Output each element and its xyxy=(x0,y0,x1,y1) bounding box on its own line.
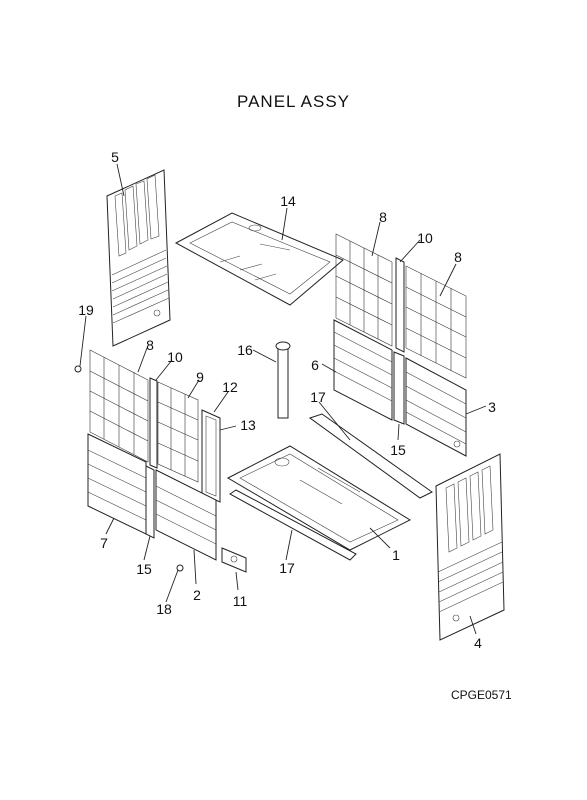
part-19-screw xyxy=(74,365,82,373)
callout-15: 15 xyxy=(136,561,152,577)
callout-8: 8 xyxy=(146,337,154,353)
callout-8: 8 xyxy=(379,209,387,225)
part-8-mesh-upper-left xyxy=(335,233,393,347)
part-8-mesh-upper-right xyxy=(405,265,467,379)
part-14-top-cover xyxy=(174,212,344,306)
part-7-panel xyxy=(87,433,147,535)
part-6-panel xyxy=(333,319,393,421)
part-12-frame xyxy=(201,409,221,503)
callout-9: 9 xyxy=(196,369,204,385)
callout-3: 3 xyxy=(488,399,496,415)
part-16-rod xyxy=(275,341,291,419)
part-10-strip-left xyxy=(149,377,158,469)
part-15-post-right xyxy=(393,351,405,425)
callout-1: 1 xyxy=(392,547,400,563)
part-8-mesh-left xyxy=(89,349,149,463)
callout-14: 14 xyxy=(280,193,296,209)
callout-6: 6 xyxy=(311,357,319,373)
callout-7: 7 xyxy=(100,535,108,551)
part-5-side-panel xyxy=(106,169,171,347)
part-17-rail-upper xyxy=(308,413,433,499)
diagram-title: PANEL ASSY xyxy=(237,92,350,111)
callout-17: 17 xyxy=(279,560,295,576)
callout-19: 19 xyxy=(78,302,94,318)
callout-2: 2 xyxy=(193,587,201,603)
part-10-strip-upper xyxy=(395,257,405,353)
drawing-code: CPGE0571 xyxy=(451,688,512,702)
callout-10: 10 xyxy=(167,349,183,365)
part-9-mesh xyxy=(157,381,199,483)
part-4-side-panel xyxy=(435,453,505,641)
callout-15: 15 xyxy=(390,442,406,458)
callout-11: 11 xyxy=(233,593,248,609)
callout-8: 8 xyxy=(454,249,462,265)
leader-lines xyxy=(79,163,487,635)
callout-12: 12 xyxy=(222,379,238,395)
callout-16: 16 xyxy=(237,342,253,358)
part-2-panel xyxy=(155,469,217,561)
part-11-plate xyxy=(221,547,247,573)
part-18-screw xyxy=(176,564,184,572)
callout-10: 10 xyxy=(417,230,433,246)
part-15-post-left xyxy=(145,465,155,539)
callout-13: 13 xyxy=(240,417,256,433)
callout-4: 4 xyxy=(474,635,482,651)
part-3-panel xyxy=(405,357,467,457)
part-17-rail-lower xyxy=(229,489,357,561)
callout-5: 5 xyxy=(111,149,119,165)
callout-18: 18 xyxy=(156,601,172,617)
callout-17: 17 xyxy=(310,389,326,405)
part-1-base xyxy=(226,445,412,551)
